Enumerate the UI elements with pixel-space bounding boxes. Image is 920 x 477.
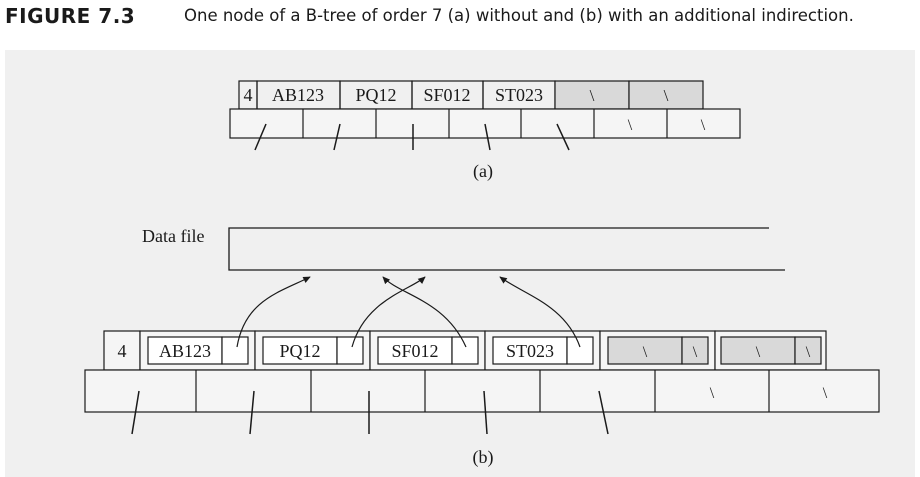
subfigure-label-b: (b) xyxy=(473,447,494,468)
data-pointer-arrow xyxy=(351,276,426,348)
node-b-count: 4 xyxy=(118,341,127,361)
node-a-key: PQ12 xyxy=(355,85,396,105)
node-b-key-box xyxy=(377,336,453,365)
data-pointer-arrow xyxy=(382,276,467,348)
node-a-pointer-row: \ \ xyxy=(229,108,741,151)
node-b-key: AB123 xyxy=(159,341,211,361)
node-b-key: ST023 xyxy=(506,341,554,361)
subfigure-label-a: (a) xyxy=(473,161,493,182)
node-b-empty-key-mark: \ xyxy=(756,344,761,361)
node-b-key-box xyxy=(262,336,338,365)
node-a-key: AB123 xyxy=(272,85,324,105)
data-file-box xyxy=(228,227,785,271)
node-b-empty-key-mark: \ xyxy=(643,344,648,361)
node-b-key-box xyxy=(492,336,568,365)
node-b-empty-pointer-box xyxy=(681,336,709,365)
node-b-child-pointer xyxy=(483,390,488,435)
data-file-pointers xyxy=(236,276,581,348)
node-b-child-pointer xyxy=(249,390,255,435)
node-a-empty-key-mark: \ xyxy=(664,86,669,105)
node-a-child-pointer xyxy=(556,123,570,151)
node-b-key-box xyxy=(147,336,223,365)
node-a-key: SF012 xyxy=(423,85,470,105)
node-b-data-pointer-box xyxy=(336,336,364,365)
data-file-label: Data file xyxy=(142,226,204,246)
figure-header: FIGURE 7.3 One node of a B-tree of order… xyxy=(0,0,920,40)
node-b-empty-key-box xyxy=(720,336,796,365)
node-a-child-pointer xyxy=(333,123,341,151)
node-b-child-pointer xyxy=(598,390,609,435)
node-b-empty-pointer-mark: \ xyxy=(693,344,698,361)
node-a-key-row: 4 AB123 PQ12 SF012 ST023 \ \ xyxy=(238,80,704,110)
figure-number: FIGURE 7.3 xyxy=(5,4,136,28)
data-pointer-arrow xyxy=(236,276,311,348)
node-b-pointer-row-frame xyxy=(84,369,880,413)
node-b-null-pointer-mark: \ xyxy=(823,385,828,402)
node-b-key: PQ12 xyxy=(279,341,320,361)
node-a-null-pointer-mark: \ xyxy=(701,117,706,134)
node-b-empty-pointer-mark: \ xyxy=(806,344,811,361)
node-b-empty-pointer-box xyxy=(794,336,822,365)
node-b-data-pointer-box xyxy=(451,336,479,365)
node-b-pointer-row: \ \ xyxy=(84,369,880,435)
node-a-child-pointer xyxy=(484,123,491,151)
figure-caption: One node of a B-tree of order 7 (a) with… xyxy=(184,6,854,25)
node-a-child-pointer xyxy=(254,123,267,151)
btree-diagram: 4 AB123 PQ12 SF012 ST023 \ \ xyxy=(84,80,880,468)
diagram-panel: 4 AB123 PQ12 SF012 ST023 \ \ xyxy=(5,50,915,477)
data-pointer-arrow xyxy=(499,276,581,348)
node-a-empty-key-mark: \ xyxy=(590,86,595,105)
node-b-null-pointer-mark: \ xyxy=(710,385,715,402)
node-a-key: ST023 xyxy=(495,85,543,105)
node-a-empty-key-cell xyxy=(628,80,704,110)
node-b-data-pointer-box xyxy=(566,336,594,365)
node-b: Data file 4 AB123 PQ12 SF012 xyxy=(84,226,880,468)
node-a-count: 4 xyxy=(244,85,253,105)
node-a-null-pointer-mark: \ xyxy=(628,117,633,134)
node-b-empty-key-box xyxy=(607,336,683,365)
node-b-data-pointer-box xyxy=(221,336,249,365)
node-a: 4 AB123 PQ12 SF012 ST023 \ \ xyxy=(229,80,741,182)
node-b-key-row: 4 AB123 PQ12 SF012 ST023 xyxy=(103,330,827,371)
node-b-key: SF012 xyxy=(391,341,438,361)
node-b-child-pointer xyxy=(131,390,140,435)
node-a-pointer-row-frame xyxy=(229,108,741,139)
